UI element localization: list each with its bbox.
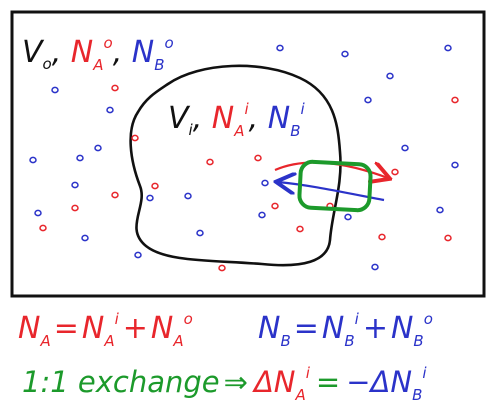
exchange-equation: 1:1 exchange⇒ΔNAi=−ΔNBi: [22, 364, 427, 404]
particle-b: [371, 263, 379, 271]
particles: [29, 44, 459, 272]
particle-a: [271, 202, 279, 210]
particle-b: [29, 156, 37, 164]
particle-b: [444, 44, 452, 52]
inner-label: Vi, NAi, NBi: [168, 100, 306, 140]
particle-b: [276, 44, 284, 52]
particle-a: [444, 234, 452, 242]
blue-arrow-in: [278, 182, 385, 202]
equation-a: NA=NAi+NAo: [18, 310, 193, 350]
particle-b: [134, 251, 142, 259]
particle-b: [76, 154, 84, 162]
exchange-patch-icon: [297, 159, 373, 213]
particle-a: [451, 96, 459, 104]
particle-a: [296, 225, 304, 233]
particle-a: [131, 134, 139, 142]
particle-a: [378, 233, 386, 241]
particle-a: [206, 158, 214, 166]
particle-b: [81, 234, 89, 242]
particle-a: [254, 154, 262, 162]
particle-b: [436, 206, 444, 214]
particle-b: [146, 194, 154, 202]
particle-a: [151, 182, 159, 190]
outer-reservoir: [10, 10, 486, 298]
particle-b: [261, 179, 269, 187]
outer-label: Vo, NAo, NBo: [22, 34, 174, 74]
particle-b: [258, 211, 266, 219]
particle-b: [364, 96, 372, 104]
particle-b: [71, 181, 79, 189]
particle-a: [39, 224, 47, 232]
particle-b: [94, 144, 102, 152]
particle-b: [344, 213, 352, 221]
inner-subsystem-boundary: [129, 64, 342, 267]
particle-b: [386, 72, 394, 80]
particle-a: [71, 204, 79, 212]
particle-b: [401, 144, 409, 152]
particle-a: [218, 264, 226, 272]
particle-a: [111, 84, 119, 92]
particle-b: [106, 106, 114, 114]
particle-b: [34, 209, 42, 217]
particle-b: [184, 192, 192, 200]
particle-b: [341, 50, 349, 58]
particle-a: [111, 191, 119, 199]
particle-b: [51, 86, 59, 94]
particle-a: [391, 168, 399, 176]
particle-b: [196, 229, 204, 237]
particle-b: [451, 161, 459, 169]
equation-b: NB=NBi+NBo: [258, 310, 433, 350]
